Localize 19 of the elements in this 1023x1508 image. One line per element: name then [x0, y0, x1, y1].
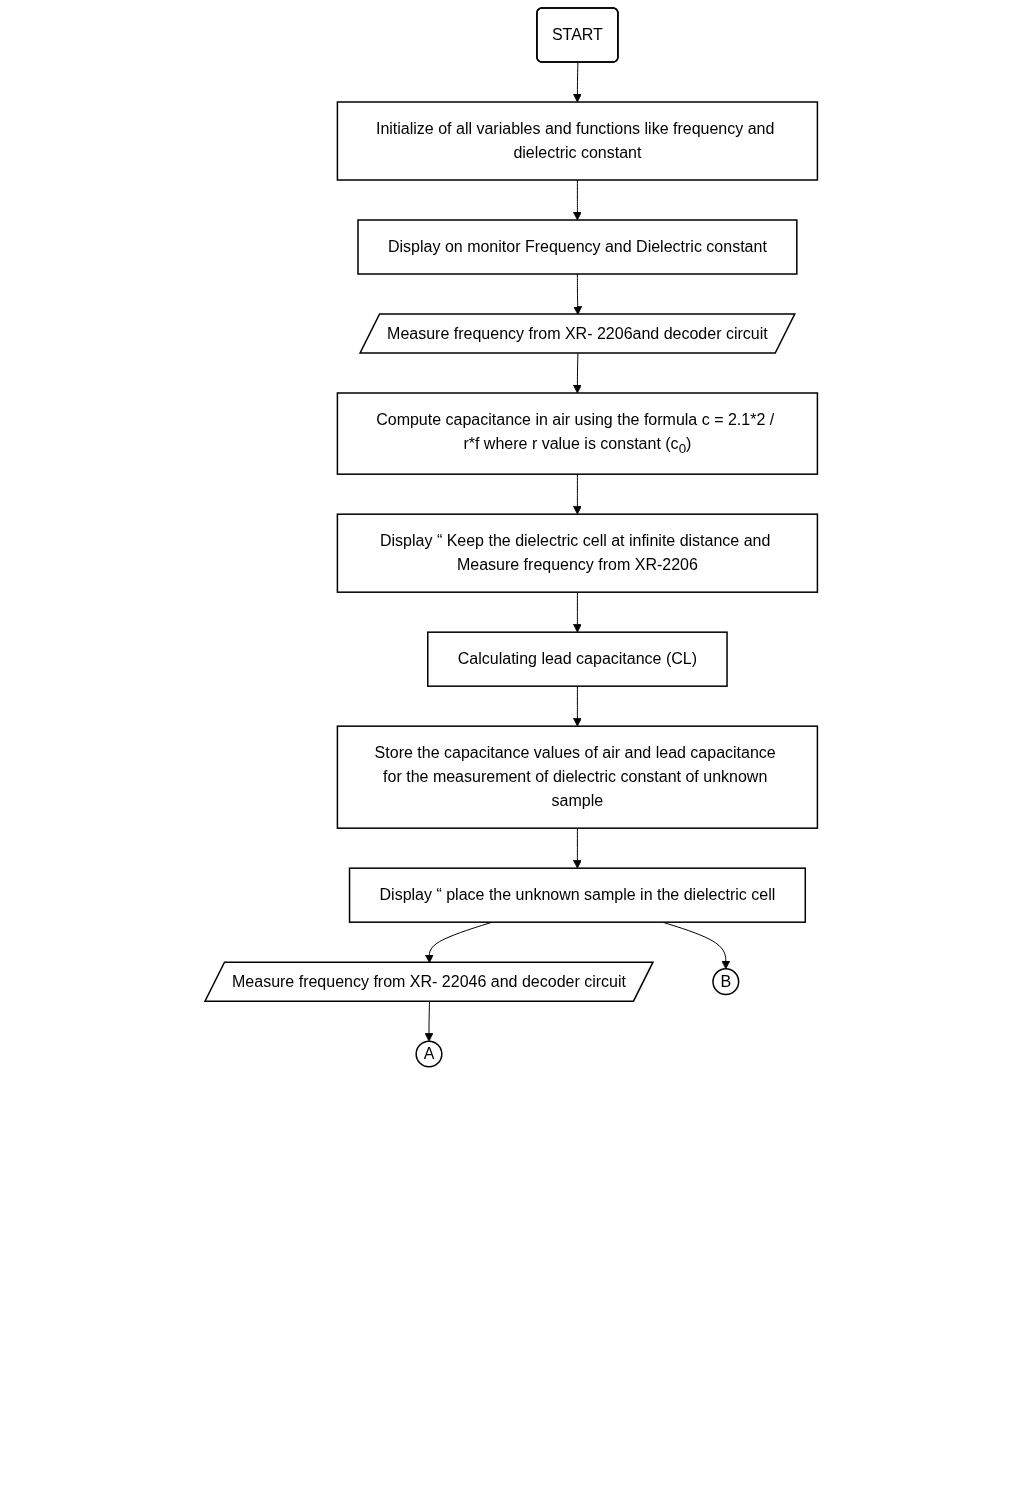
arrow: [573, 353, 583, 394]
arrow: [573, 591, 583, 633]
arrow: [573, 179, 583, 221]
arrow: [573, 273, 583, 315]
node-box: Calculating lead capacitance (CL): [427, 631, 729, 687]
node-box: Display “ place the unknown sample in the dielectric cell: [349, 867, 807, 923]
node-box: Display on monitor Frequency and Dielectric constant: [357, 219, 798, 275]
node-box: Compute capacitance in air using the formula c = 2.1*2 / r*f where r value is constant (c$_{0}$): [336, 392, 819, 475]
arrow: [573, 473, 583, 515]
arrow: [424, 1001, 434, 1042]
node-circle: B: [712, 968, 740, 996]
node-circle: A: [415, 1040, 443, 1068]
arrow: [573, 685, 583, 727]
arrow: [573, 62, 583, 103]
arrow: [573, 827, 583, 869]
node-box: Store the capacitance values of air and lead capacitance for the measurement of dielectric constant of unknown sample: [336, 725, 819, 829]
node-box: Initialize of all variables and functions like frequency and dielectric constant: [336, 101, 819, 181]
node-box: Display “ Keep the dielectric cell at infinite distance and Measure frequency from XR-2206: [336, 513, 819, 593]
node-box: Measure frequency from XR- 22046 and decoder circuit: [204, 961, 655, 1002]
